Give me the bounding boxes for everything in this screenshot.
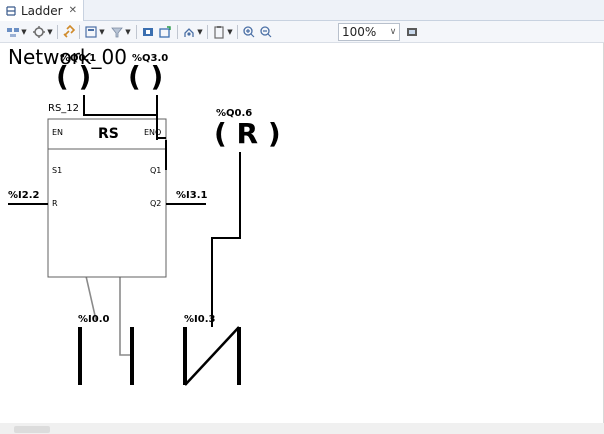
network-title: Network_00 [8,45,127,69]
network-options-icon [32,25,46,39]
clipboard-button[interactable]: ▼ [212,24,234,40]
coil-symbol[interactable]: ( R ) [214,117,281,150]
tab-bar: Ladder ✕ [0,0,604,21]
link-icon [62,25,76,39]
tab-ladder[interactable]: Ladder ✕ [0,0,84,21]
output-wire-label: %I3.1 [176,190,208,201]
stop-button[interactable] [141,24,155,40]
filter-icon [110,25,124,39]
new-window-button[interactable] [158,24,172,40]
block-pin-eno: ENO [144,128,162,137]
close-icon[interactable]: ✕ [68,5,77,16]
coil-address: %Q3.0 [132,53,169,64]
coil-symbol[interactable]: ( ) [56,60,92,93]
toolbar-separator [237,25,238,39]
scrollbar-thumb[interactable] [14,426,50,433]
toolbar: ▼ ▼ ▼ ▼ ▼ [0,21,604,43]
block-pin-s1: S1 [52,166,63,175]
user-button[interactable]: ▼ [182,24,204,40]
insert-network-button[interactable]: ▼ [6,24,28,40]
chevron-down-icon[interactable]: ▼ [99,28,105,36]
clipboard-icon [212,25,226,39]
stop-icon [141,25,155,39]
input-wire-label: %I2.2 [8,190,40,201]
toolbar-separator [136,25,137,39]
block-pin-q1: Q1 [150,166,162,175]
toolbar-separator [207,25,208,39]
chevron-down-icon[interactable]: ▼ [227,28,233,36]
toolbar-separator [79,25,80,39]
block-type: RS [98,126,119,142]
block-pin-en: EN [52,128,64,137]
zoom-select[interactable]: 100% ∨ [338,23,400,41]
new-window-icon [158,25,172,39]
horizontal-scrollbar[interactable] [0,423,604,434]
contact-address: %I0.0 [78,314,110,325]
chevron-down-icon[interactable]: ▼ [47,28,53,36]
chevron-down-icon[interactable]: ▼ [197,28,203,36]
chevron-down-icon[interactable]: ▼ [125,28,131,36]
ladder-canvas[interactable] [0,43,604,434]
filter-button[interactable]: ▼ [110,24,132,40]
view-button[interactable]: ▼ [84,24,106,40]
insert-network-icon [6,25,20,39]
zoom-out-button[interactable] [259,24,273,40]
coil-symbol[interactable]: ( ) [128,60,164,93]
chevron-down-icon[interactable]: ∨ [389,27,397,37]
chevron-down-icon[interactable]: ▼ [21,28,27,36]
block-instance-name: RS_12 [48,103,80,114]
link-button[interactable] [62,24,76,40]
zoom-value: 100% [342,25,377,39]
toolbar-separator [177,25,178,39]
coil-address: %Q0.6 [216,108,253,119]
user-icon [182,25,196,39]
block-pin-q2: Q2 [150,199,162,208]
zoom-in-icon [242,25,256,39]
coil-address: %Q0.1 [60,53,97,64]
toolbar-separator [57,25,58,39]
network-options-button[interactable]: ▼ [32,24,54,40]
screen-button[interactable] [405,24,419,40]
contact-address: %I0.3 [184,314,216,325]
zoom-out-icon [259,25,273,39]
ladder-icon [4,4,18,18]
block-pin-r: R [52,199,58,208]
view-icon [84,25,98,39]
tab-label: Ladder [21,3,63,18]
zoom-in-button[interactable] [242,24,256,40]
screen-icon [405,25,419,39]
